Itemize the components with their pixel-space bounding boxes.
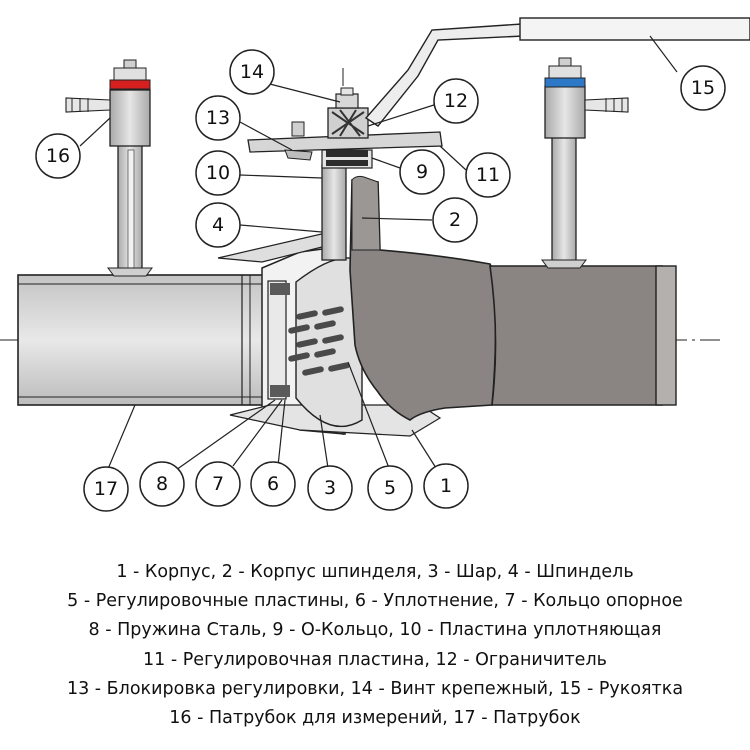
svg-text:15: 15 [691,77,715,99]
svg-text:5: 5 [384,477,396,499]
svg-text:1: 1 [440,475,452,497]
legend-line-3: 8 - Пружина Сталь, 9 - О-Кольцо, 10 - Пл… [88,620,662,641]
svg-text:14: 14 [240,61,264,83]
svg-text:13: 13 [206,107,230,129]
svg-text:10: 10 [206,162,230,184]
callout-15: 15 [680,65,726,111]
svg-text:3: 3 [324,477,336,499]
legend-line-2: 5 - Регулировочные пластины, 6 - Уплотне… [67,591,683,612]
callout-7: 7 [195,461,241,507]
legend-line-1: 1 - Корпус, 2 - Корпус шпинделя, 3 - Шар… [116,562,634,582]
callout-4: 4 [195,202,241,248]
svg-text:2: 2 [449,209,461,231]
callout-12: 12 [433,78,479,124]
callout-1: 1 [423,463,469,509]
adjustment-plates [288,306,350,376]
svg-text:9: 9 [416,161,428,183]
svg-text:11: 11 [476,164,500,186]
callout-9: 9 [399,149,445,195]
svg-text:4: 4 [212,214,224,236]
measurement-tap-left [65,59,153,277]
callout-6: 6 [250,461,296,507]
fastening-screw [335,93,359,109]
legend-line-5: 13 - Блокировка регулировки, 14 - Винт к… [66,678,684,699]
top-plate [247,131,443,153]
parts-legend: 1 - Корпус, 2 - Корпус шпинделя, 3 - Шар… [0,558,750,733]
left-pipe [17,274,264,406]
svg-text:12: 12 [444,90,468,112]
callout-5: 5 [367,465,413,511]
callout-10: 10 [195,150,241,196]
svg-text:16: 16 [46,145,70,167]
svg-text:7: 7 [212,473,224,495]
callout-14: 14 [229,49,275,95]
valve-body [349,179,497,421]
callout-8: 8 [139,461,185,507]
callout-11: 11 [465,152,511,198]
callout-2: 2 [432,197,478,243]
ball-valve-diagram: 14 13 10 4 12 9 11 2 15 16 17 8 7 6 3 5 … [0,17,750,512]
svg-text:8: 8 [156,473,168,495]
callout-3: 3 [307,465,353,511]
callout-13: 13 [195,95,241,141]
leader-lines [79,35,678,477]
measurement-tap-right [541,57,629,269]
callout-17: 17 [83,466,129,512]
svg-text:17: 17 [94,478,118,500]
outlet-flange-ring [655,265,677,406]
legend-line-4: 11 - Регулировочная пластина, 12 - Огран… [143,649,607,670]
legend-line-6: 16 - Патрубок для измерений, 17 - Патруб… [169,708,581,729]
svg-text:6: 6 [267,473,279,495]
stem [321,164,347,261]
callout-16: 16 [35,133,81,179]
seat-ring [267,280,287,400]
body-outlet [489,265,663,406]
